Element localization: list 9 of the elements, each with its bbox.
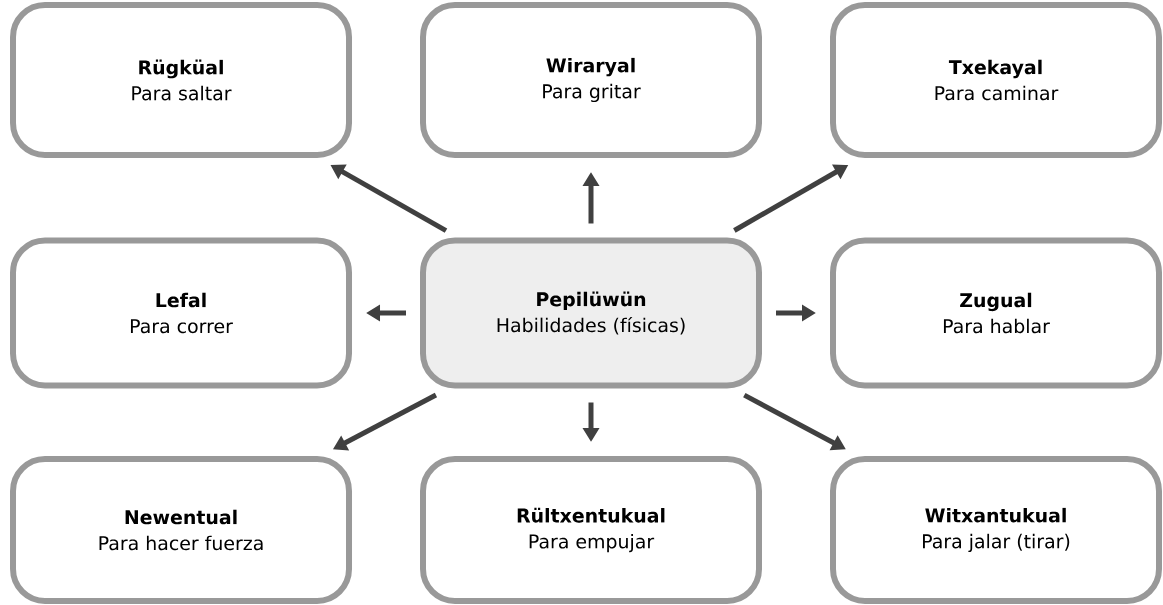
skill-box: Rügküal Para saltar: [10, 2, 352, 158]
skill-box: Zugual Para hablar: [830, 237, 1162, 389]
centre-box: Pepilüwün Habilidades (físicas): [420, 237, 762, 389]
skill-box: Rültxentukual Para empujar: [420, 456, 762, 604]
skill-box: Wiraryal Para gritar: [420, 2, 762, 158]
skill-box: Witxantukual Para jalar (tirar): [830, 456, 1162, 604]
skill-box: Lefal Para correr: [10, 237, 352, 389]
skill-box: Txekayal Para caminar: [830, 2, 1162, 158]
skill-box: Newentual Para hacer fuerza: [10, 456, 352, 604]
